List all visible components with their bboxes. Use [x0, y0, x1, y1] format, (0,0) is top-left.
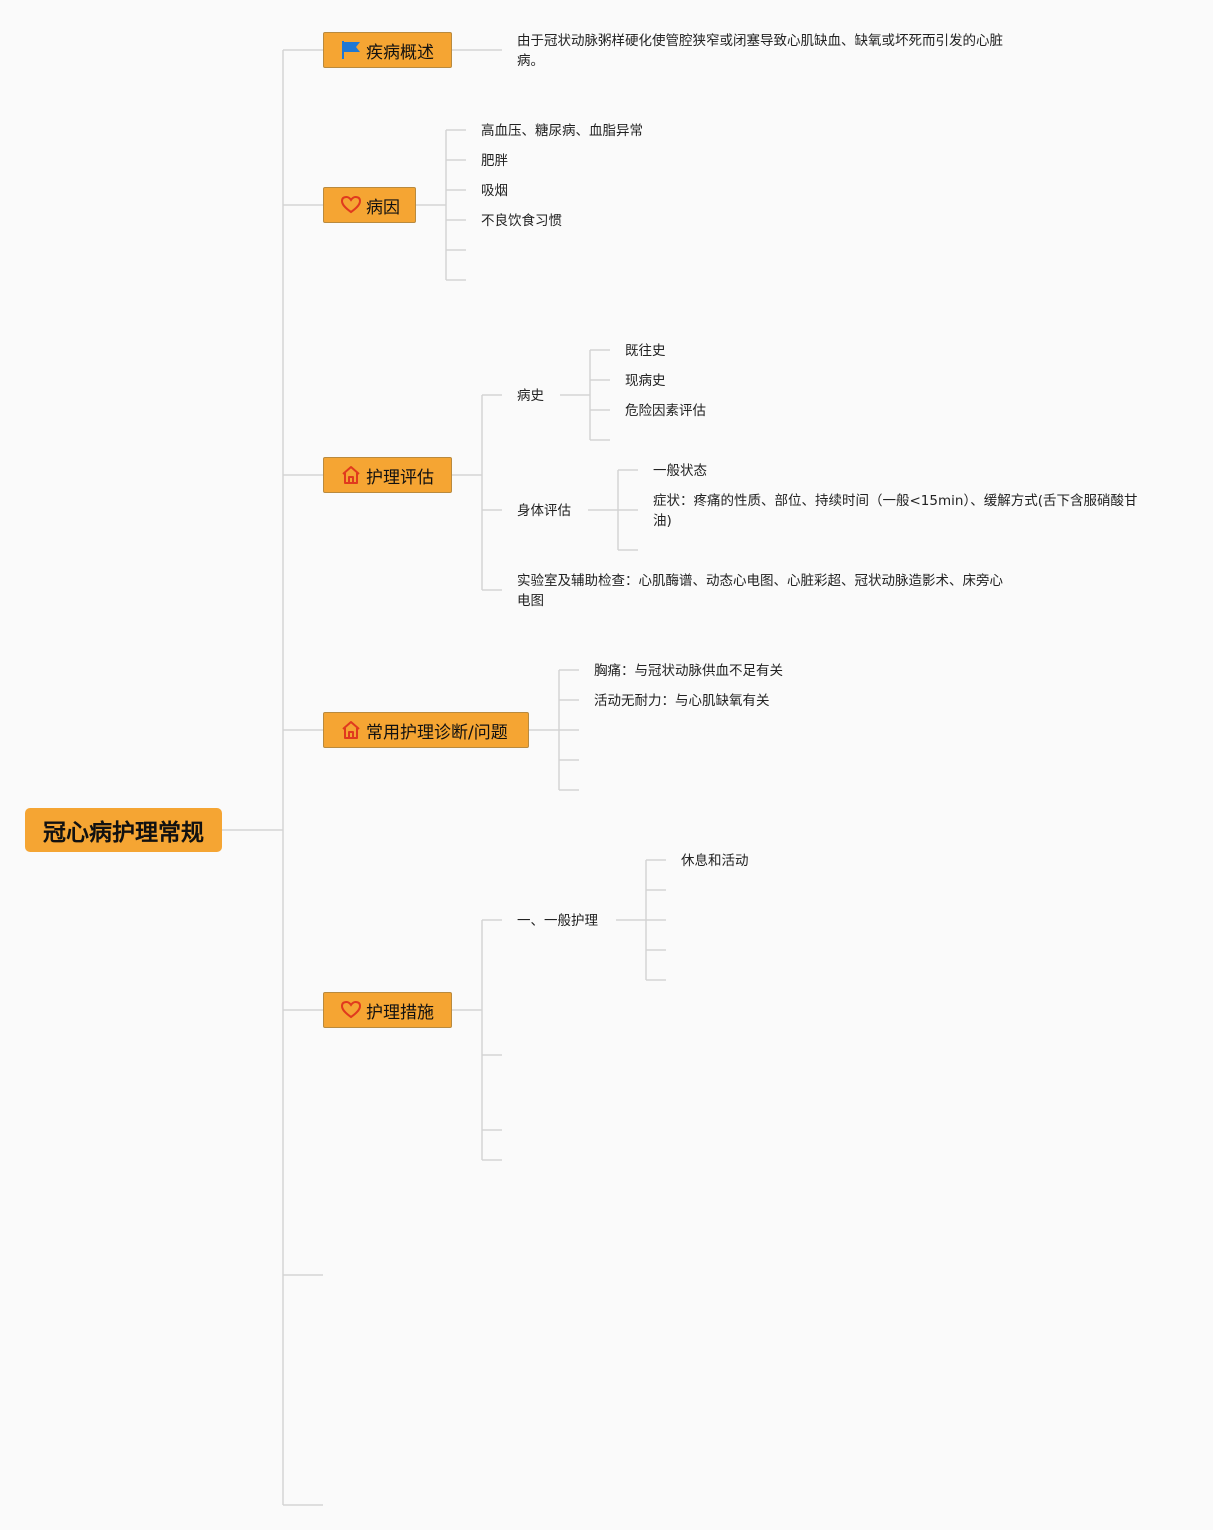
assessment-history: 病史: [517, 388, 544, 404]
branch-diagnosis-label: 常用护理诊断/问题: [366, 722, 508, 743]
history-item: 现病史: [625, 373, 666, 389]
physical-item: 症状：疼痛的性质、部位、持续时间（一般<15min）、缓解方式(舌下含服硝酸甘油…: [653, 493, 1138, 529]
general-item: 休息和活动: [681, 853, 749, 869]
cause-item: 不良饮食习惯: [481, 213, 562, 229]
branch-assessment-label: 护理评估: [366, 467, 434, 488]
heart-icon: [340, 1000, 362, 1020]
assessment-physical: 身体评估: [517, 503, 571, 519]
branch-diagnosis[interactable]: 常用护理诊断/问题: [323, 712, 529, 748]
measures-general: 一、一般护理: [517, 913, 598, 929]
home-icon: [340, 465, 362, 485]
diagnosis-item: 活动无耐力：与心肌缺氧有关: [594, 693, 770, 709]
branch-assessment[interactable]: 护理评估: [323, 457, 452, 493]
branch-overview[interactable]: 疾病概述: [323, 32, 452, 68]
branch-measures[interactable]: 护理措施: [323, 992, 452, 1028]
root-title: 冠心病护理常规: [43, 820, 204, 846]
branch-overview-label: 疾病概述: [366, 42, 434, 63]
assessment-lab: 实验室及辅助检查：心肌酶谱、动态心电图、心脏彩超、冠状动脉造影术、床旁心电图: [517, 573, 1003, 609]
branch-measures-label: 护理措施: [366, 1002, 434, 1023]
history-item: 既往史: [625, 343, 666, 359]
home-icon: [340, 720, 362, 740]
branch-cause[interactable]: 病因: [323, 187, 416, 223]
cause-item: 肥胖: [481, 153, 508, 169]
history-item: 危险因素评估: [625, 403, 706, 419]
root-node[interactable]: 冠心病护理常规: [25, 808, 222, 852]
flag-icon: [340, 40, 362, 60]
heart-icon: [340, 195, 362, 215]
cause-item: 高血压、糖尿病、血脂异常: [481, 123, 643, 139]
branch-cause-label: 病因: [366, 197, 400, 218]
physical-item: 一般状态: [653, 463, 707, 479]
diagnosis-item: 胸痛：与冠状动脉供血不足有关: [594, 663, 783, 679]
overview-text: 由于冠状动脉粥样硬化使管腔狭窄或闭塞导致心肌缺血、缺氧或坏死而引发的心脏病。: [517, 33, 1003, 69]
cause-item: 吸烟: [481, 183, 508, 199]
